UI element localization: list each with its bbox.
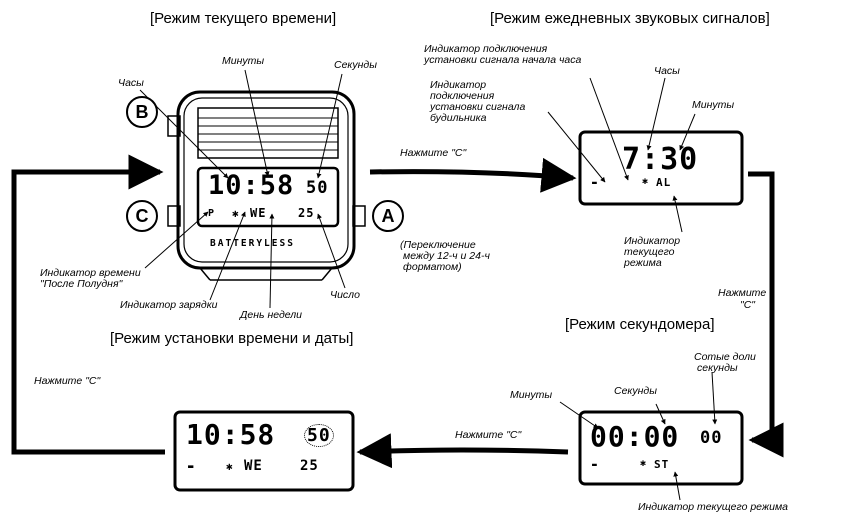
label-alarm-minutes: Минуты — [692, 99, 735, 111]
label-mode-ind-2: текущего — [624, 246, 675, 258]
button-c[interactable]: C — [126, 200, 158, 232]
label-alarm-ind-4: будильника — [430, 112, 487, 124]
label-sw-hundredths-2: секунды — [697, 362, 738, 374]
label-minutes: Минуты — [222, 55, 265, 67]
main-date: 25 — [298, 206, 315, 220]
label-alarm-ind-1: Индикатор — [430, 79, 487, 91]
title-stopwatch: [Режим секундомера] — [565, 316, 715, 333]
main-pm-indicator: P — [208, 208, 216, 219]
label-hourly-chime-2: установки сигнала начала часа — [424, 54, 582, 66]
main-brand: BATTERYLESS — [210, 238, 295, 249]
setting-chime-icon: ▬ — [188, 462, 195, 472]
title-current-time: [Режим текущего времени] — [150, 10, 337, 27]
title-time-date-setting: [Режим установки времени и даты] — [110, 330, 354, 347]
stopwatch-hundredths: 00 — [700, 428, 723, 448]
label-charge-indicator: Индикатор зарядки — [120, 299, 218, 311]
button-b[interactable]: B — [126, 96, 158, 128]
main-time-digits: 10:58 — [208, 170, 295, 201]
setting-date: 25 — [300, 458, 319, 474]
stopwatch-charge-icon: ✱ — [640, 458, 648, 469]
setting-time-digits: 10:58 — [186, 418, 276, 451]
alarm-mode-text: AL — [656, 176, 672, 189]
charge-icon: ✱ — [232, 207, 240, 220]
stopwatch-display-frame — [578, 410, 744, 486]
label-format-3: форматом) — [403, 261, 462, 273]
label-press-c-2a: Нажмите — [718, 287, 767, 299]
label-hourly-chime-1: Индикатор подключения — [424, 43, 548, 55]
label-alarm-ind-2: подключения — [430, 90, 495, 102]
label-day-of-week: День недели — [240, 309, 303, 321]
alarm-display-frame — [578, 130, 744, 206]
label-sw-mode-ind: Индикатор текущего режима — [638, 501, 789, 513]
label-pm-indicator-2: "После Полудня" — [40, 278, 123, 290]
label-sw-seconds: Секунды — [614, 385, 657, 397]
label-sw-hundredths-1: Сотые доли — [694, 351, 756, 363]
setting-day: WE — [244, 458, 263, 474]
label-sw-minutes: Минуты — [510, 389, 553, 401]
main-day: WE — [250, 206, 267, 220]
stopwatch-mode-text: ST — [654, 458, 670, 471]
label-pm-indicator-1: Индикатор времени — [40, 267, 141, 279]
label-press-c-4: Нажмите "С" — [34, 375, 101, 387]
main-watch-case — [167, 90, 366, 281]
label-mode-ind-3: режима — [624, 257, 662, 269]
stopwatch-chime-icon: ▬ — [592, 460, 598, 469]
alarm-chime-icon: ▬ — [592, 178, 598, 187]
title-daily-alarm: [Режим ежедневных звуковых сигналов] — [490, 10, 770, 27]
label-seconds: Секунды — [334, 59, 377, 71]
button-a[interactable]: A — [372, 200, 404, 232]
alarm-charge-icon: ✱ — [642, 176, 650, 187]
label-mode-ind-1: Индикатор — [624, 235, 681, 247]
label-press-c-3: Нажмите "С" — [455, 429, 522, 441]
main-seconds-digits: 50 — [306, 178, 329, 198]
setting-display-frame — [173, 410, 355, 492]
label-alarm-hours: Часы — [654, 65, 680, 77]
label-hours: Часы — [118, 77, 144, 89]
label-format-2: между 12-ч и 24-ч — [403, 250, 490, 262]
label-press-c-1: Нажмите "С" — [400, 147, 467, 159]
label-alarm-ind-3: установки сигнала — [430, 101, 526, 113]
alarm-time-digits: 7:30 — [622, 142, 699, 177]
label-date: Число — [330, 289, 360, 301]
setting-charge-icon: ✱ — [226, 460, 234, 473]
label-format-1: (Переключение — [400, 239, 476, 251]
label-press-c-2b: "С" — [740, 299, 756, 311]
stopwatch-time-digits: 00:00 — [590, 420, 680, 453]
setting-seconds-digits: 50 — [304, 424, 334, 447]
